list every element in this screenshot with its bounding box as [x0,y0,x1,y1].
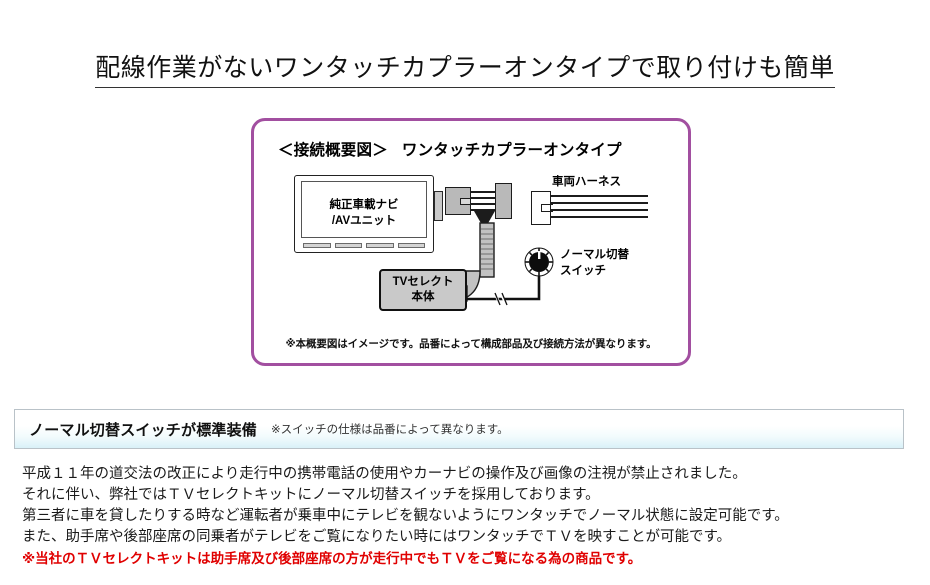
nav-unit-label-line1: 純正車載ナビ [329,199,399,211]
nav-unit-button [303,243,331,248]
body-line: それに伴い、弊社ではＴＶセレクトキットにノーマル切替スイッチを採用しております。 [22,487,600,503]
coupler-connector-icon [445,187,471,215]
nav-unit-label: 純正車載ナビ /AVユニット [302,198,426,229]
diagram-heading: ＜接続概要図＞ ワンタッチカプラーオンタイプ [278,138,622,160]
section-heading-title: ノーマル切替スイッチが標準装備 [29,421,258,439]
vehicle-harness-connector-icon [531,191,553,225]
normal-switch-label-line1: ノーマル切替 [560,249,629,261]
tv-select-main-unit: TVセレクト 本体 [379,269,467,311]
body-text-block: 平成１１年の道交法の改正により走行中の携帯電話の使用やカーナビの操作及び画像の注… [22,464,912,569]
nav-unit-label-line2: /AVユニット [331,214,397,227]
body-line: 第三者に車を貸したりする時など運転者が乗車中にテレビを観ないようにワンタッチでノ… [22,508,789,524]
vehicle-harness-label: 車両ハーネス [552,176,621,188]
section-heading-bar: ノーマル切替スイッチが標準装備 ※スイッチの仕様は品番によって異なります。 [14,409,904,449]
body-warning-line: ※当社のＴＶセレクトキットは助手席及び後部座席の方が走行中でもＴＶをご覧になる為… [22,551,642,566]
normal-switch-knob-icon [524,247,554,277]
tv-select-unit-label-line2: 本体 [411,291,435,303]
page-title-container: 配線作業がないワンタッチカプラーオンタイプで取り付けも簡単 [0,54,930,88]
diagram-disclaimer-note: ※本概要図はイメージです。品番によって構成部品及び接続方法が異なります。 [285,338,657,350]
nav-av-unit: 純正車載ナビ /AVユニット [294,175,434,253]
section-heading-note: ※スイッチの仕様は品番によって異なります。 [271,424,509,436]
coupler-plug-icon [495,183,512,219]
connection-diagram-panel: ＜接続概要図＞ ワンタッチカプラーオンタイプ 純正車載ナビ /AVユニット [251,118,691,366]
vehicle-harness-wires-icon [550,195,648,221]
body-line: 平成１１年の道交法の改正により走行中の携帯電話の使用やカーナビの操作及び画像の注… [22,466,747,482]
nav-unit-button [334,243,362,248]
nav-unit-socket-icon [434,191,443,221]
nav-unit-button [397,243,425,248]
nav-unit-button [366,243,394,248]
normal-switch-label-line2: スイッチ [560,264,606,277]
tv-select-unit-label: TVセレクト 本体 [393,275,454,305]
body-line: また、助手席や後部座席の同乗者がテレビをご覧になりたい時にはワンタッチでＴＶを映… [22,529,732,545]
coupler-wires-icon [470,190,496,212]
tv-select-unit-label-line1: TVセレクト [392,276,454,289]
diagram-heading-label: ＜接続概要図＞ [278,142,388,159]
diagram-heading-type: ワンタッチカプラーオンタイプ [401,142,622,159]
nav-unit-screen: 純正車載ナビ /AVユニット [301,181,427,238]
normal-switch-label: ノーマル切替 スイッチ [560,248,629,279]
nav-unit-buttons [303,243,425,248]
page-title: 配線作業がないワンタッチカプラーオンタイプで取り付けも簡単 [95,54,835,88]
